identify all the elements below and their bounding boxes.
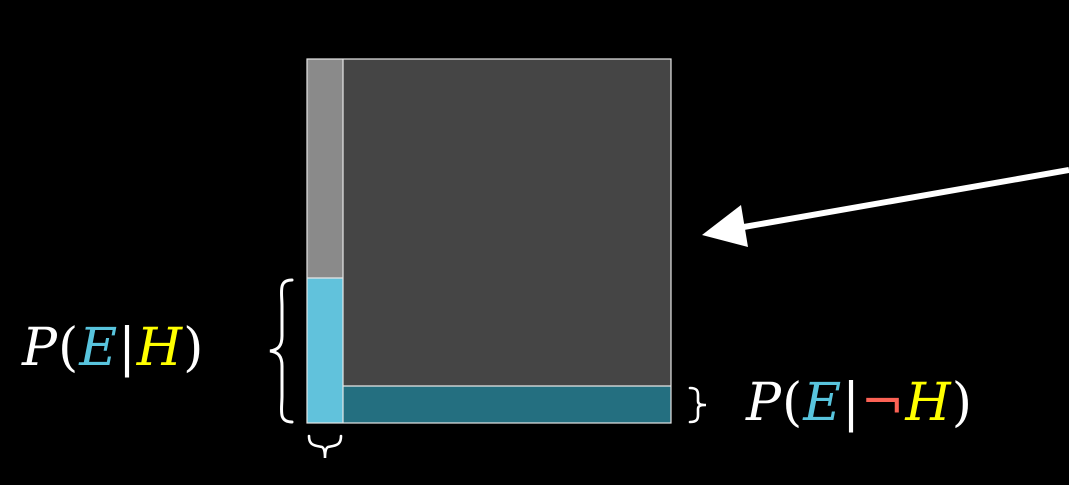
label-close-paren: ) (183, 318, 205, 378)
label-h-symbol: H (905, 373, 952, 433)
label-given-bar: | (118, 318, 137, 378)
right-curly-brace-icon (688, 386, 707, 424)
label-p-symbol: P (746, 373, 782, 433)
region-e-given-not-h (343, 386, 671, 423)
label-p-e-given-not-h: P(E|¬H) (746, 377, 973, 429)
label-close-paren: ) (951, 373, 974, 433)
bottom-curly-brace-icon (307, 434, 343, 459)
label-open-paren: ( (58, 318, 80, 378)
label-not-symbol: ¬ (860, 373, 906, 433)
label-e-symbol: E (803, 373, 843, 433)
region-e-given-h (307, 278, 343, 423)
label-given-bar: | (842, 373, 861, 433)
region-not-e-given-not-h (343, 59, 671, 386)
label-e-symbol: E (79, 318, 119, 378)
left-curly-brace-icon (269, 278, 294, 424)
label-open-paren: ( (782, 373, 804, 433)
label-h-symbol: H (136, 318, 184, 378)
arrow-left-icon (702, 167, 1069, 247)
label-p-e-given-h: P(E|H) (22, 322, 204, 374)
label-p-symbol: P (22, 318, 58, 378)
region-not-e-given-h (307, 59, 343, 278)
square-outline (306, 58, 672, 424)
